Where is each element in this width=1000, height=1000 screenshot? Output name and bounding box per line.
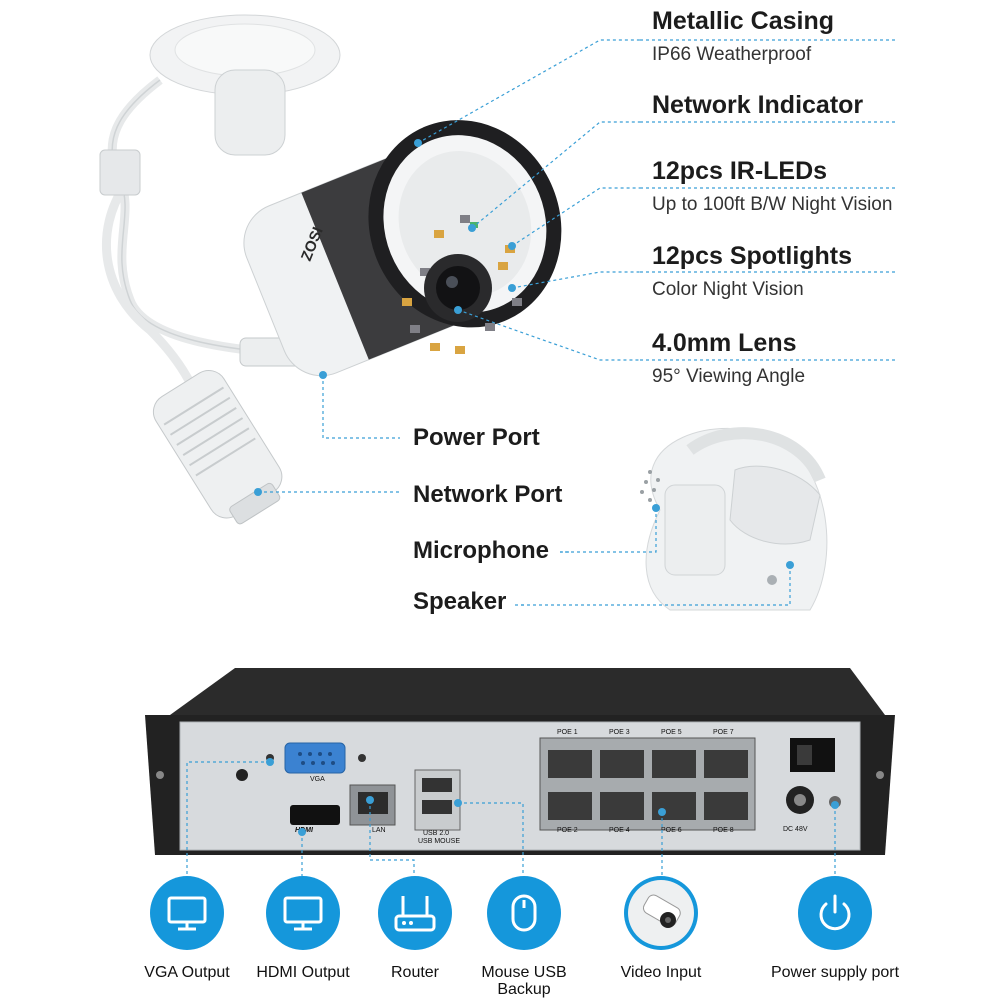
poe-label-2: POE 2 <box>557 827 578 834</box>
router-icon-circle <box>378 876 452 950</box>
nvr-usb-label-2: USB MOUSE <box>418 838 461 845</box>
nvr-usb-label-1: USB 2.0 <box>423 830 450 837</box>
connection-label-router: Router <box>390 964 440 981</box>
feature-title-lens: 4.0mm Lens <box>652 329 797 357</box>
microphone-leader-line <box>560 551 570 553</box>
monitor-icon <box>167 896 207 931</box>
mouse-icon <box>511 894 537 932</box>
feature-title-network-indicator: Network Indicator <box>652 91 864 119</box>
feature-subtitle-lens: 95° Viewing Angle <box>652 366 806 387</box>
camera-illustration: ZOSI <box>99 14 640 525</box>
poe-label-1: POE 1 <box>557 729 578 736</box>
nvr-dc-label: DC 48V <box>783 826 808 833</box>
speaker-leader-line <box>515 604 525 606</box>
poe-label-8: POE 8 <box>713 827 734 834</box>
mount-detail-illustration <box>520 427 828 611</box>
mouse-icon-circle <box>487 876 561 950</box>
monitor-icon <box>283 896 323 931</box>
connection-label-vga: VGA Output <box>144 964 230 981</box>
feature-title-spotlights: 12pcs Spotlights <box>652 242 853 270</box>
poe-label-6: POE 6 <box>661 827 682 834</box>
feature-leader-lines <box>640 39 895 361</box>
poe-label-7: POE 7 <box>713 729 734 736</box>
poe-label-3: POE 3 <box>609 729 630 736</box>
connection-label-mouse: Mouse USB Backup <box>481 964 567 998</box>
port-label-network: Network Port <box>413 481 563 508</box>
nvr-lan-label: LAN <box>372 827 386 834</box>
vga-output-icon-circle <box>150 876 224 950</box>
nvr-illustration <box>145 668 895 855</box>
feature-subtitle-spotlights: Color Night Vision <box>652 279 804 300</box>
connection-label-power: Power supply port <box>770 964 900 981</box>
nvr-vga-label: VGA <box>310 776 325 783</box>
connection-leader-lines <box>186 758 839 876</box>
port-label-power: Power Port <box>413 424 540 451</box>
port-label-speaker: Speaker <box>413 588 507 615</box>
poe-label-5: POE 5 <box>661 729 682 736</box>
hdmi-output-icon-circle <box>266 876 340 950</box>
router-icon <box>394 896 436 932</box>
feature-subtitle-ir-leds: Up to 100ft B/W Night Vision <box>652 194 893 215</box>
connection-label-video: Video Input <box>620 964 702 981</box>
power-icon <box>819 894 851 931</box>
port-label-microphone: Microphone <box>413 537 549 564</box>
camera-icon <box>628 880 694 946</box>
feature-title-casing: Metallic Casing <box>652 7 834 35</box>
feature-title-ir-leds: 12pcs IR-LEDs <box>652 157 828 185</box>
connection-label-hdmi: HDMI Output <box>256 964 350 981</box>
video-input-icon-circle <box>624 876 698 950</box>
poe-label-4: POE 4 <box>609 827 630 834</box>
power-supply-icon-circle <box>798 876 872 950</box>
feature-subtitle-casing: IP66 Weatherproof <box>652 44 812 65</box>
